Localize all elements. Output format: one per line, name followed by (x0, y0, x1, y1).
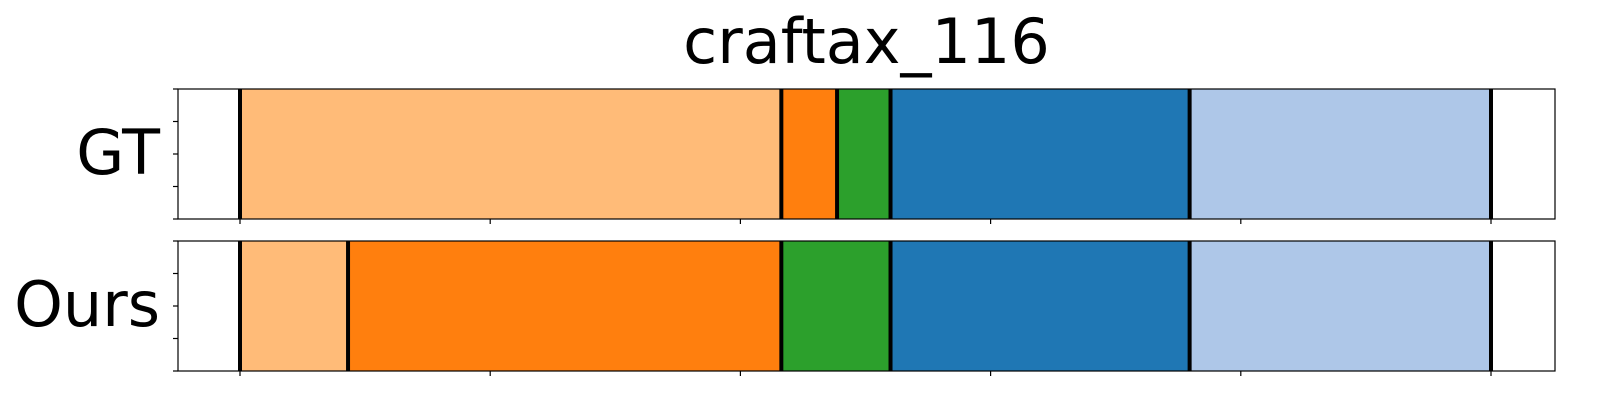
segment-ours-1 (348, 241, 782, 371)
segment-ours-4 (1189, 241, 1491, 371)
segment-gt-0 (240, 89, 782, 219)
segment-gt-2 (837, 89, 891, 219)
segment-gt-4 (1189, 89, 1491, 219)
segment-ours-0 (240, 241, 349, 371)
segment-ours-3 (890, 241, 1190, 371)
row-label-ours: Ours (14, 268, 160, 341)
row-label-gt: GT (76, 116, 160, 189)
segment-gt-3 (890, 89, 1190, 219)
chart-title: craftax_116 (683, 5, 1050, 78)
segment-ours-2 (781, 241, 891, 371)
segment-gt-1 (781, 89, 838, 219)
